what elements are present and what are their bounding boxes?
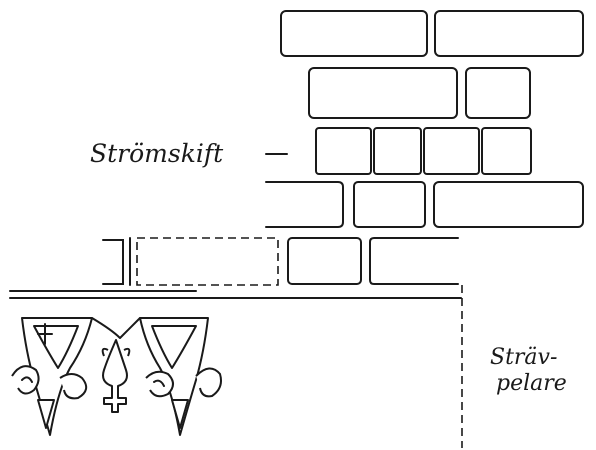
ornament-left-curl bbox=[11, 365, 40, 395]
brick bbox=[308, 67, 458, 119]
ornament-left-cusp bbox=[37, 399, 55, 429]
header-brick bbox=[315, 127, 372, 175]
brick-edge bbox=[102, 239, 124, 285]
ornament-center-arch bbox=[91, 317, 141, 339]
ornament-center-knob bbox=[101, 347, 131, 357]
brick-outline-open bbox=[265, 181, 344, 228]
brick bbox=[353, 181, 426, 228]
brick-row-2 bbox=[308, 67, 531, 119]
brick-row-header-course bbox=[315, 127, 532, 175]
brick-row-1 bbox=[280, 10, 584, 57]
ornament-left-lobe bbox=[59, 373, 88, 400]
brick bbox=[465, 67, 531, 119]
ornament-right-curl-inner bbox=[153, 379, 165, 387]
ornament-tracery bbox=[11, 317, 222, 436]
buttress-label-line1: Sträv- bbox=[490, 345, 557, 370]
brick-row-5 bbox=[102, 237, 459, 286]
brick bbox=[434, 10, 584, 57]
brick-outline-open bbox=[369, 237, 459, 285]
course-label: Strömskift bbox=[90, 139, 224, 168]
header-brick bbox=[481, 127, 532, 175]
buttress-label-line2: pelare bbox=[496, 371, 567, 396]
ornament-right-outer-curl bbox=[195, 367, 222, 398]
header-brick bbox=[423, 127, 480, 175]
ornament-center-pendant bbox=[102, 339, 128, 413]
brick bbox=[280, 10, 428, 57]
ornament-right-arm bbox=[139, 317, 209, 436]
ornament-left-curl-inner bbox=[21, 376, 33, 383]
brick-row-4 bbox=[265, 181, 584, 228]
brick bbox=[287, 237, 362, 285]
ornament-right-inner bbox=[151, 325, 197, 369]
header-brick bbox=[373, 127, 422, 175]
hidden-brick-outline bbox=[136, 237, 279, 286]
cross-icon bbox=[37, 323, 53, 345]
ornament-left-arm bbox=[21, 317, 93, 436]
ornament-right-curl bbox=[145, 370, 174, 398]
ornament-right-cusp bbox=[171, 399, 189, 429]
brick bbox=[433, 181, 584, 228]
